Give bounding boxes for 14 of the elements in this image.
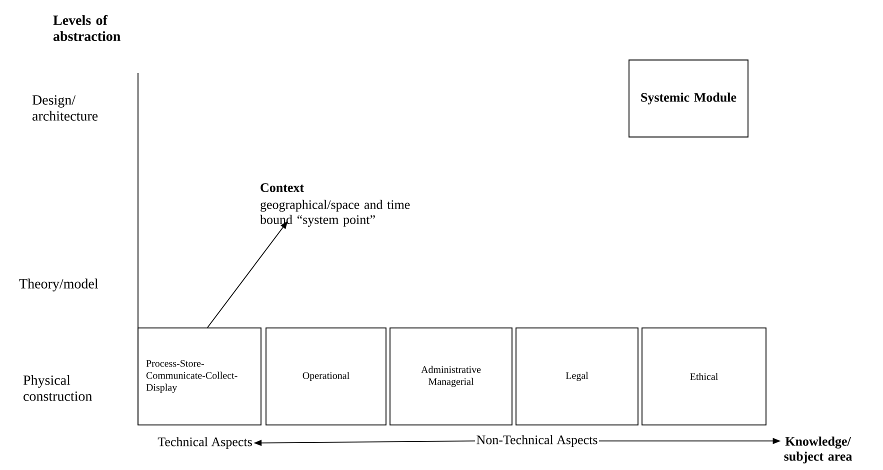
aspect-box: Operational [266,328,386,426]
module-box: Systemic Module [628,60,748,138]
axis-label: Levels of abstraction [53,14,120,41]
axis-label: Physical construction [23,375,92,401]
aspect-box: Ethical [642,328,766,426]
aspect-box: Legal [516,328,638,426]
axis-label: Design/ architecture [32,95,98,121]
axis-label: Knowledge/ subject area [784,436,852,464]
aspect-label: Technical Aspects [158,437,252,449]
context-text: Context geographical/space and time bound “system point” [260,183,410,227]
aspect-box: Process-Store-Communicate-Collect-Display [138,328,262,426]
aspect-label: Non-Technical Aspects [476,435,598,447]
axis-label: Theory/model [19,278,98,292]
aspect-box: Administrative Managerial [390,328,512,426]
